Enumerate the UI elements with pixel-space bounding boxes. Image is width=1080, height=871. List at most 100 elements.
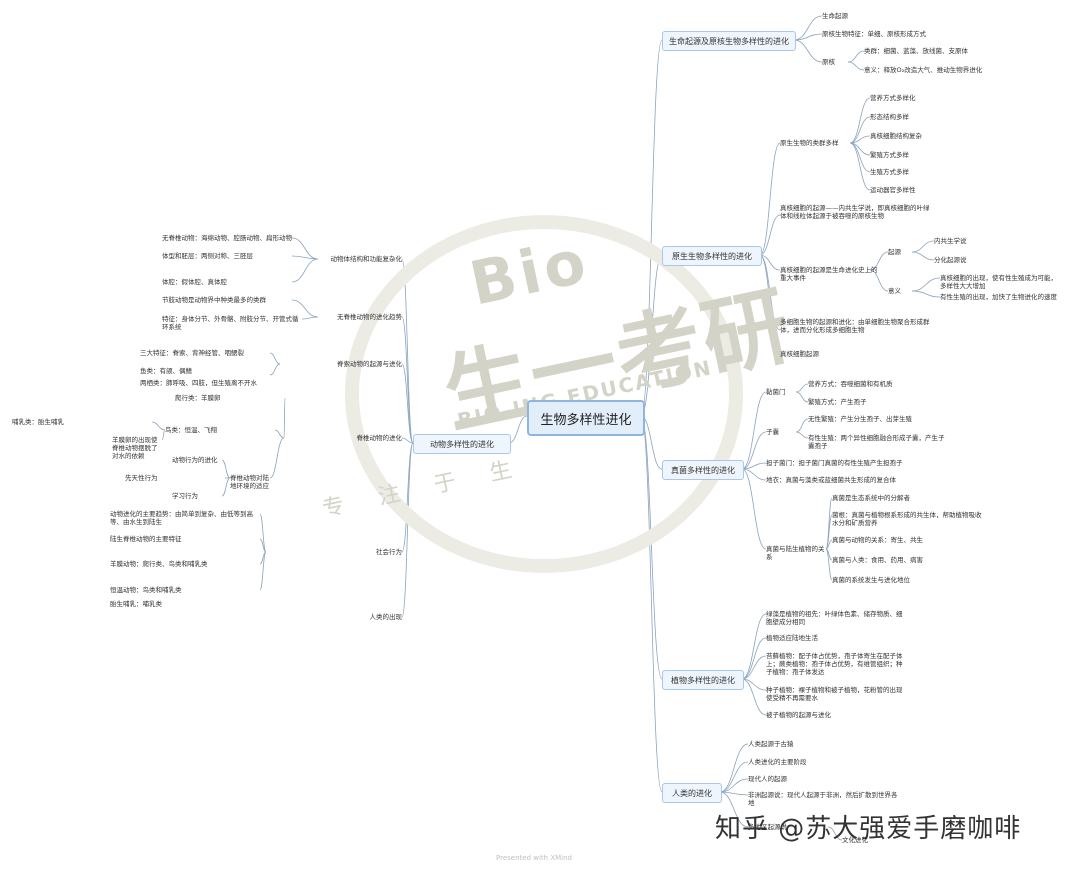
node-l-8: 三大特征：脊索、背神经管、咽鳃裂	[140, 349, 244, 357]
node-l-17: 动物行为的进化	[172, 456, 218, 464]
r2-link-4	[741, 468, 767, 550]
root-topic[interactable]: 生物多样性进化	[527, 400, 645, 436]
node-r4-4: 多地区起源说	[748, 823, 787, 831]
node-r3-3: 种子植物：裸子植物和被子植物，花粉管的出现使受精不再需要水	[766, 686, 903, 702]
node-r2-5: 有性生殖：两个异性细胞融合形成子囊，产生子囊孢子	[808, 434, 945, 450]
node-r1-3: 真核细胞结构复杂	[870, 132, 922, 140]
r1-link-1	[759, 214, 781, 256]
node-l-21: 动物进化的主要趋势：由简单到复杂、由低等到高等、由水生到陆生	[110, 510, 253, 526]
branch-prokaryote[interactable]: 生命起源及原核生物多样性的进化	[662, 31, 796, 51]
node-l-1: 无脊椎动物：海绵动物、腔肠动物、扁形动物	[162, 234, 292, 242]
node-r2-0: 黏菌门	[766, 388, 786, 396]
l-sub-a-1	[291, 255, 319, 260]
node-r1-8: 真核细胞的起源是生命进化史上的重大事件	[780, 266, 878, 282]
l-sub-a-0	[291, 237, 319, 260]
r1-sub-5	[849, 142, 871, 191]
node-r0-1: 原核生物特征：单细、原核形成方式	[822, 30, 926, 38]
node-r3-1: 植物适应陆地生活	[766, 634, 818, 642]
node-r3-4: 被子植物的起源与进化	[766, 711, 831, 719]
node-l-16: 脊椎动物对陆地环境的适应	[230, 474, 269, 490]
node-r2-11: 真菌与动物的关系：寄生、共生	[832, 536, 923, 544]
r2-sub-1	[795, 391, 809, 403]
node-r1-13: 真核细胞的出现，使有性生殖成为可能，多样性大大增加	[940, 274, 1057, 290]
r2-sub3-1	[825, 514, 833, 550]
node-l-10: 两栖类：肺呼吸、四肢，但生殖离不开水	[140, 379, 257, 387]
l-sub-a-2	[291, 258, 319, 283]
node-l-12: 爬行类：羊膜卵	[175, 394, 221, 402]
node-r1-4: 繁殖方式多样	[870, 151, 909, 159]
node-l-11: 脊椎动物的进化	[356, 434, 403, 442]
r1-sub3-1	[911, 251, 935, 261]
node-r4-2: 现代人的起源	[748, 775, 787, 783]
r2-sub-0	[795, 383, 809, 393]
node-r1-0: 原生生物的类群多样	[780, 139, 839, 147]
l-sub-b-1	[301, 316, 319, 320]
l-sub-d-1	[274, 429, 285, 439]
node-r4-1: 人类进化的主要阶段	[748, 758, 807, 766]
node-r1-7: 真核细胞的起源——内共生学说，即真核细胞的叶绿体和线粒体起源于被吞噬的原核生物	[780, 204, 930, 220]
node-r2-6: 担子菌门：担子菌门真菌的有性生殖产生担孢子	[766, 459, 903, 467]
r1-sub-2	[849, 135, 871, 144]
r1-link-0	[759, 142, 781, 256]
r3-link-0	[741, 613, 767, 680]
node-l-20: 社会行为	[376, 548, 402, 556]
node-r1-1: 营养方式多样化	[870, 94, 916, 102]
node-r1-15: 多细胞生物的起源和进化：由单细胞生物聚合形成群体，进而分化形成多细胞生物	[780, 318, 930, 334]
node-r4-0: 人类起源于古猿	[748, 740, 794, 748]
r2-link-3	[741, 468, 767, 481]
r2-sub3-4	[825, 548, 833, 581]
node-r2-7: 地衣：真菌与藻类或蓝细菌共生形成的复合体	[766, 476, 896, 484]
r3-link-4	[741, 678, 767, 716]
node-l-4: 无脊椎动物的进化趋势	[337, 313, 402, 321]
r0-link-1	[793, 33, 823, 41]
l-sub-c-0	[269, 352, 281, 365]
l-sub-d-0	[283, 397, 286, 439]
node-r2-13: 真菌的系统发生与进化地位	[832, 576, 910, 584]
r0-sub-0	[847, 50, 865, 63]
node-l-5: 节肢动物是动物界中种类最多的类群	[162, 296, 266, 304]
r1-link-4	[759, 254, 781, 355]
node-l-23: 羊膜动物：爬行类、鸟类和哺乳类	[110, 560, 208, 568]
r1-sub-0	[849, 97, 871, 144]
r2-link-0	[741, 391, 767, 470]
xmind-footer: Presented with XMind	[496, 854, 572, 862]
node-l-3: 体腔：假体腔、真体腔	[162, 278, 227, 286]
branch-protist[interactable]: 原生生物多样性的进化	[662, 246, 762, 266]
r2-link-1	[741, 431, 767, 470]
node-r3-2: 苔藓植物：配子体占优势，孢子体寄生在配子体上；蕨类植物：孢子体占优势，有维管组织…	[766, 652, 903, 676]
node-r2-1: 营养方式：吞噬细菌和有机质	[808, 380, 893, 388]
node-r1-14: 有性生殖的出现，加快了生物进化的速度	[940, 293, 1057, 301]
branch-animal[interactable]: 动物多样性的进化	[413, 434, 511, 454]
author-credit: 知乎 @苏大强爱手磨咖啡	[715, 814, 1022, 844]
node-r2-10: 菌根：真菌与植物根系形成的共生体，帮助植物吸收水分和矿质营养	[832, 511, 982, 527]
branch-plant[interactable]: 植物多样性的进化	[662, 670, 744, 690]
l-sub-g-0	[259, 513, 267, 553]
r1-link-2	[759, 254, 781, 271]
l-sub-g-1	[259, 538, 267, 553]
branch-fungi[interactable]: 真菌多样性的进化	[662, 460, 744, 480]
r1-sub3-0	[911, 240, 935, 253]
node-r2-2: 繁殖方式：产生孢子	[808, 398, 867, 406]
r1-sub4-0	[911, 277, 941, 292]
l-sub-c-1	[269, 363, 281, 376]
node-l-19: 学习行为	[172, 492, 198, 500]
node-r3-0: 绿藻是植物的祖先：叶绿体色素、储存物质、细胞壁成分相同	[766, 610, 903, 626]
node-r1-5: 生殖方式多样	[870, 168, 909, 176]
node-r1-11: 分化起源说	[934, 256, 967, 264]
node-r2-4: 无性繁殖：产生分生孢子、出芽生殖	[808, 415, 912, 423]
node-l-25: 胎生哺乳：哺乳类	[110, 600, 162, 608]
node-l-15: 羊膜卵的出现使脊椎动物摆脱了对水的依赖	[112, 436, 158, 460]
node-l-18: 先天性行为	[125, 474, 158, 482]
r3-link-2	[741, 655, 767, 680]
node-r1-16: 真核细胞起源	[780, 350, 819, 358]
l-sub-d-2	[269, 437, 285, 479]
r0-link-0	[793, 15, 823, 41]
r2-link-2	[741, 462, 767, 470]
node-r2-12: 真菌与人类：食用、药用、病害	[832, 556, 923, 564]
r4-link-3	[719, 791, 749, 796]
r2-sub2-1	[795, 431, 809, 439]
node-l-13: 鸟类：恒温、飞翔	[165, 426, 217, 434]
branch-human[interactable]: 人类的进化	[662, 783, 722, 803]
node-r2-3: 子囊	[766, 428, 779, 436]
node-r2-8: 真菌与陆生植物的关系	[766, 545, 825, 561]
